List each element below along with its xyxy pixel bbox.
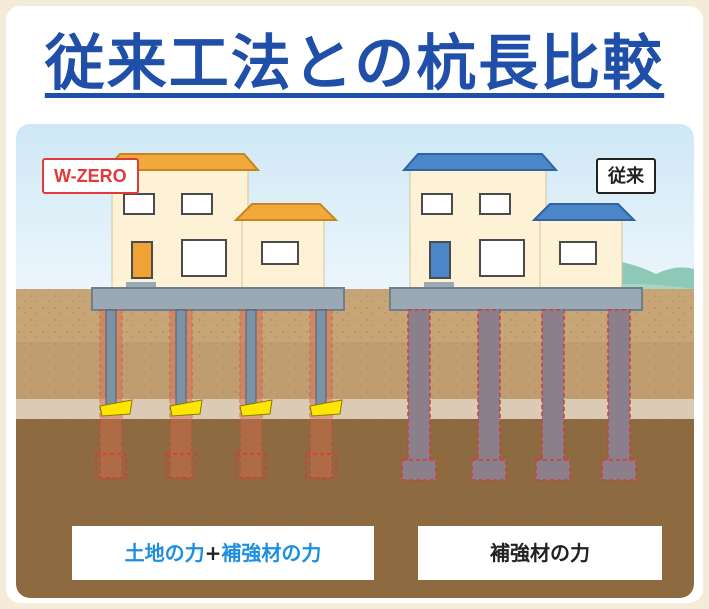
wzero-house <box>91 153 345 311</box>
conventional-piles <box>401 309 637 481</box>
caption-plus: + <box>204 541 222 565</box>
conventional-caption: 補強材の力 <box>418 526 662 580</box>
conventional-house <box>389 153 643 311</box>
card: 従来工法との杭長比較 <box>6 6 703 603</box>
conventional-pile-3 <box>535 309 571 481</box>
conventional-pile-1 <box>401 309 437 481</box>
comparison-illustration: W-ZERO 従来 土地の力+補強材の力 補強材の力 <box>16 124 694 598</box>
page-title: 従来工法との杭長比較 <box>44 29 665 99</box>
wzero-piles <box>95 309 343 479</box>
wzero-foundation <box>91 287 345 311</box>
caption-land-power: 土地の力 <box>124 541 205 565</box>
conventional-pile-4 <box>601 309 637 481</box>
wzero-pile-4 <box>305 309 343 479</box>
conventional-pile-2 <box>471 309 507 481</box>
wzero-label: W-ZERO <box>42 158 139 194</box>
wzero-caption: 土地の力+補強材の力 <box>72 526 374 580</box>
wzero-pile-3 <box>235 309 273 479</box>
conventional-foundation <box>389 287 643 311</box>
caption-reinforcement-power: 補強材の力 <box>221 541 322 565</box>
wzero-pile-1 <box>95 309 133 479</box>
conventional-label: 従来 <box>596 158 656 194</box>
wzero-pile-2 <box>165 309 203 479</box>
